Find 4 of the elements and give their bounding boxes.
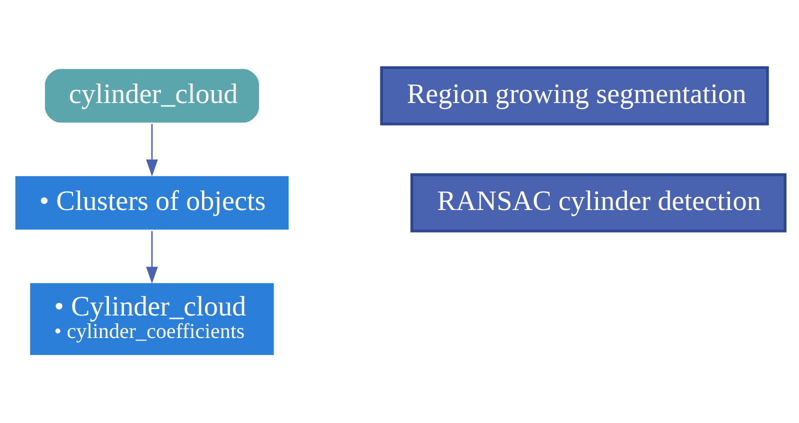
node-box: Region growing segmentation	[380, 66, 769, 125]
arrow	[146, 230, 158, 284]
arrow	[146, 124, 158, 176]
node-box: RANSAC cylinder detection	[410, 172, 786, 232]
